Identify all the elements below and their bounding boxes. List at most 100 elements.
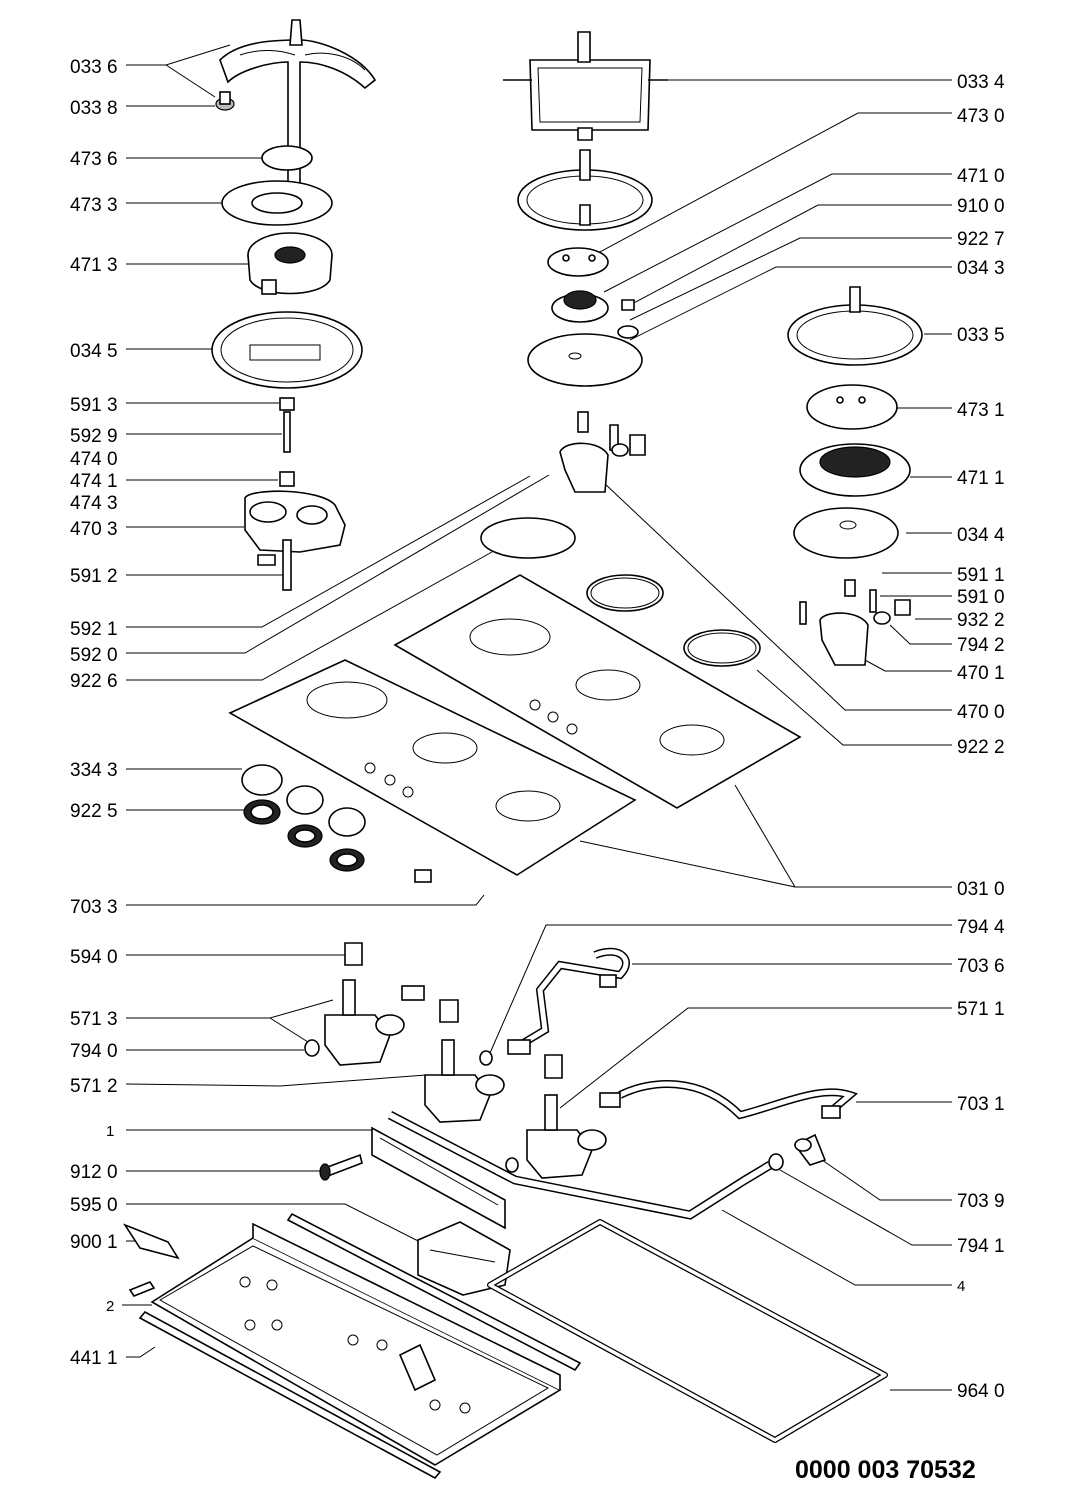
control-knob-set <box>241 764 366 837</box>
label-7031: 703 1 <box>957 1094 1005 1115</box>
gas-valve-mid <box>424 999 505 1123</box>
label-4711: 471 1 <box>957 468 1005 489</box>
label-9640: 964 0 <box>957 1381 1005 1402</box>
leader-4730 <box>584 112 952 261</box>
spark-generator <box>417 1221 511 1296</box>
gas-pipe-right <box>599 1079 859 1120</box>
label-5920: 592 0 <box>70 645 118 666</box>
gas-valve-right <box>526 1054 607 1179</box>
side-strips <box>128 1212 582 1480</box>
leader-9227 <box>629 237 952 321</box>
burner-cap-small <box>261 145 313 171</box>
label-4740: 474 0 <box>70 449 118 470</box>
pan-support-wok <box>219 19 377 191</box>
leader-4710 <box>603 173 952 293</box>
leader-5950 <box>126 1203 437 1251</box>
fixing-screw <box>319 1153 363 1181</box>
leader-5712 <box>125 1074 427 1087</box>
left-part-labels: 033 6 033 8 473 6 473 3 471 3 034 5 591 … <box>70 57 118 1369</box>
label-1: 1 <box>106 1123 114 1140</box>
burner-head-triple <box>247 232 333 295</box>
burner-cap-mid <box>547 247 609 277</box>
burner-head-mid <box>551 290 609 323</box>
leader-0310-b <box>734 784 796 888</box>
leader-0343 <box>629 266 952 341</box>
label-7036: 703 6 <box>957 956 1005 977</box>
label-9322: 932 2 <box>957 610 1005 631</box>
gasket-ring-mid <box>586 574 664 612</box>
burner-plate-mid <box>527 333 643 387</box>
mounting-rail <box>371 1126 506 1230</box>
label-7944: 794 4 <box>957 917 1005 938</box>
label-7039: 703 9 <box>957 1191 1005 1212</box>
hob-seal-gasket <box>487 1219 888 1443</box>
leader-0336-b <box>165 64 216 98</box>
label-4: 4 <box>957 1278 965 1295</box>
bracket-clip <box>122 1223 180 1260</box>
burner-head-right <box>799 443 911 497</box>
leader-0336-a <box>126 44 231 66</box>
leader-4 <box>721 1209 952 1286</box>
label-5912: 591 2 <box>70 566 118 587</box>
burner-cap-ring <box>221 180 333 226</box>
label-4701: 470 1 <box>957 663 1005 684</box>
label-4736: 473 6 <box>70 149 118 170</box>
gasket-ring-large <box>480 517 576 559</box>
label-9001: 900 1 <box>70 1232 118 1253</box>
label-0310: 031 0 <box>957 879 1005 900</box>
leader-9100 <box>629 204 952 306</box>
leader-0310-a <box>579 840 952 888</box>
label-4713: 471 3 <box>70 255 118 276</box>
label-0335: 033 5 <box>957 325 1005 346</box>
label-2: 2 <box>106 1298 114 1315</box>
burner-cap-right <box>806 384 898 430</box>
gas-pipe-mid <box>507 947 630 1055</box>
label-5950: 595 0 <box>70 1195 118 1216</box>
injector-left <box>279 471 295 487</box>
label-4730: 473 0 <box>957 106 1005 127</box>
label-9226: 922 6 <box>70 671 118 692</box>
burner-body-left <box>244 490 346 553</box>
burner-body-right <box>799 579 911 666</box>
label-4731: 473 1 <box>957 400 1005 421</box>
label-3343: 334 3 <box>70 760 118 781</box>
elbow-connector <box>793 1133 827 1166</box>
label-4411: 441 1 <box>70 1348 118 1369</box>
leader-5711 <box>559 1007 952 1109</box>
pan-support-rect <box>503 31 668 141</box>
leader-7033 <box>126 894 485 906</box>
leader-5920 <box>126 474 550 654</box>
gas-pipe-left <box>401 869 497 1001</box>
burner-body-mid <box>559 411 646 493</box>
leader-9226 <box>126 551 493 681</box>
label-4703: 470 3 <box>70 519 118 540</box>
gas-valve-left <box>324 942 405 1066</box>
label-4710: 471 0 <box>957 166 1005 187</box>
label-5911: 591 1 <box>957 565 1005 586</box>
thermocouple-clip-left <box>279 397 295 411</box>
label-7942: 794 2 <box>957 635 1005 656</box>
label-7940: 794 0 <box>70 1041 118 1062</box>
leader-7941 <box>779 1169 952 1246</box>
leader-lines <box>122 44 952 1391</box>
leader-9222 <box>756 669 952 746</box>
label-5711: 571 1 <box>957 999 1005 1020</box>
burner-plate-right <box>793 507 899 559</box>
label-0336: 033 6 <box>70 57 118 78</box>
pan-support-round-top <box>517 149 653 231</box>
leader-5713-a <box>126 999 334 1019</box>
document-number: 0000 003 70532 <box>795 1456 976 1484</box>
label-9120: 912 0 <box>70 1162 118 1183</box>
label-4743: 474 3 <box>70 493 118 514</box>
leader-7942 <box>889 624 952 645</box>
label-4700: 470 0 <box>957 702 1005 723</box>
thermocouple-left <box>283 411 291 453</box>
pan-support-foot <box>215 91 235 111</box>
label-5910: 591 0 <box>957 587 1005 608</box>
label-9227: 922 7 <box>957 229 1005 250</box>
leader-7039 <box>821 1159 952 1201</box>
screw-mid <box>621 299 635 311</box>
label-4733: 473 3 <box>70 195 118 216</box>
washer-mid <box>617 325 639 339</box>
